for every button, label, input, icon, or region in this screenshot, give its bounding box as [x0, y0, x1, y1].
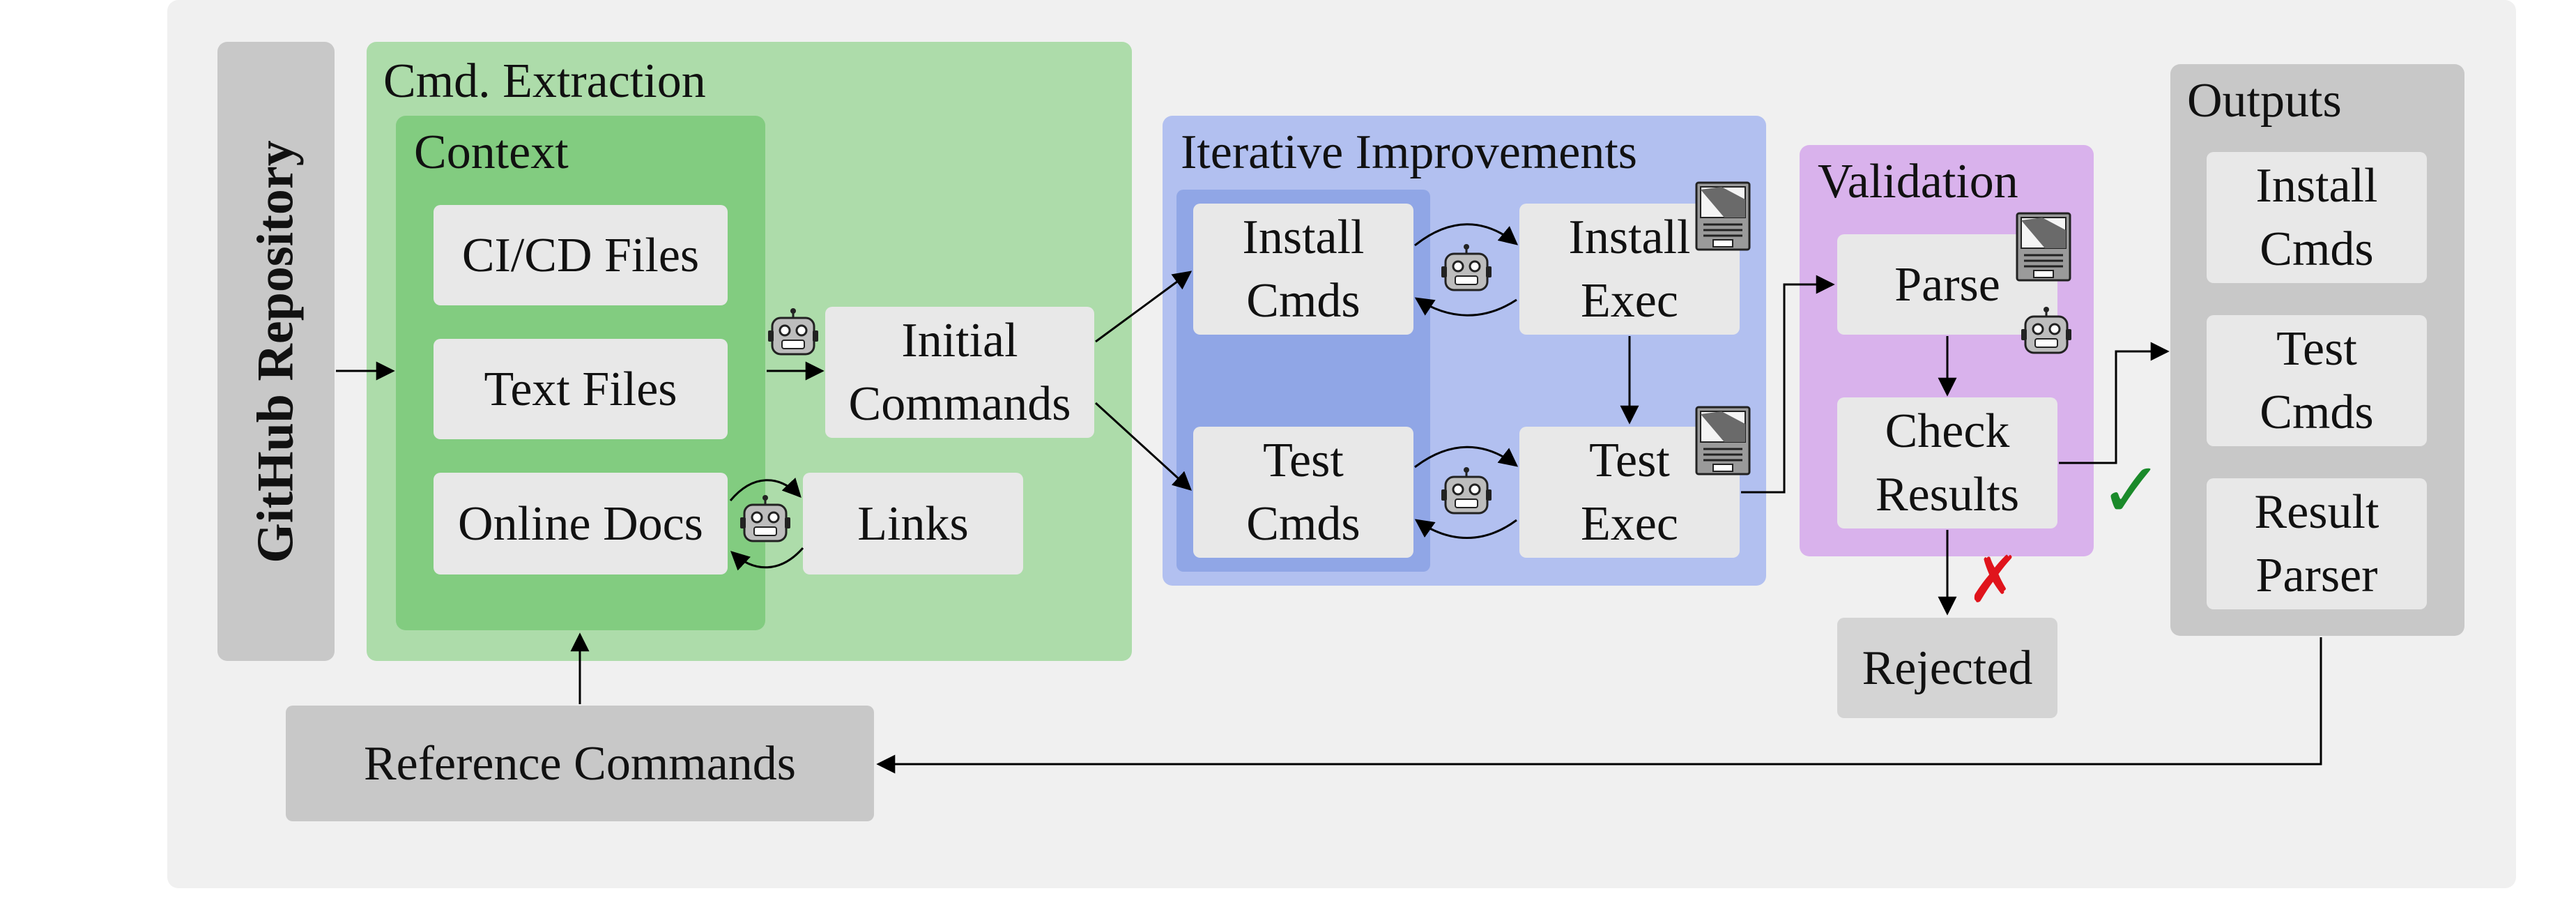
arrow-initial-to-install: [1095, 271, 1193, 343]
cmd-extraction-title: Cmd. Extraction: [383, 54, 706, 108]
robot-icon: [1441, 467, 1492, 515]
ci-cd-files-node: CI/CD Files: [434, 205, 728, 305]
github-repository-box: GitHub Repository: [217, 42, 335, 661]
robot-icon: [1441, 244, 1492, 291]
validation-title: Validation: [1818, 155, 2018, 208]
output-result-parser-node: Result Parser: [2207, 478, 2427, 609]
reference-commands-node: Reference Commands: [286, 706, 874, 821]
robot-icon: [740, 495, 790, 542]
iterative-improvements-title: Iterative Improvements: [1181, 125, 1638, 179]
robot-icon: [2021, 307, 2071, 354]
initial-commands-node: Initial Commands: [825, 307, 1094, 438]
arrow-install-exec-to-cmds: [1414, 297, 1517, 317]
arrow-install-cmds-to-exec: [1414, 223, 1519, 247]
terminal-icon: [1695, 181, 1751, 251]
links-node: Links: [803, 473, 1023, 574]
arrow-links-to-docs: [730, 547, 804, 571]
robot-icon: [768, 308, 818, 356]
cross-mark-icon: ✗: [1967, 542, 2021, 617]
output-test-cmds-node: Test Cmds: [2207, 315, 2427, 446]
terminal-icon: [2016, 212, 2071, 282]
check-mark-icon: ✓: [2099, 446, 2164, 535]
arrow-test-exec-to-cmds: [1414, 519, 1517, 539]
arrow-test-exec-to-parse: [1741, 275, 1835, 494]
arrow-docs-to-links: [729, 478, 802, 501]
arrow-check-to-outputs: [2059, 342, 2170, 464]
outputs-title: Outputs: [2187, 74, 2342, 128]
install-exec-node: Install Exec: [1519, 204, 1740, 335]
output-install-cmds-node: Install Cmds: [2207, 152, 2427, 283]
context-title: Context: [414, 125, 569, 179]
arrow-outputs-to-reference: [876, 637, 2322, 774]
online-docs-node: Online Docs: [434, 473, 728, 574]
rejected-node: Rejected: [1837, 618, 2057, 718]
test-cmds-node: Test Cmds: [1193, 427, 1413, 558]
text-files-node: Text Files: [434, 339, 728, 439]
check-results-node: Check Results: [1837, 397, 2057, 528]
install-cmds-node: Install Cmds: [1193, 204, 1413, 335]
arrow-initial-to-test: [1094, 402, 1192, 491]
arrow-test-cmds-to-exec: [1414, 446, 1519, 469]
terminal-icon: [1695, 406, 1751, 475]
